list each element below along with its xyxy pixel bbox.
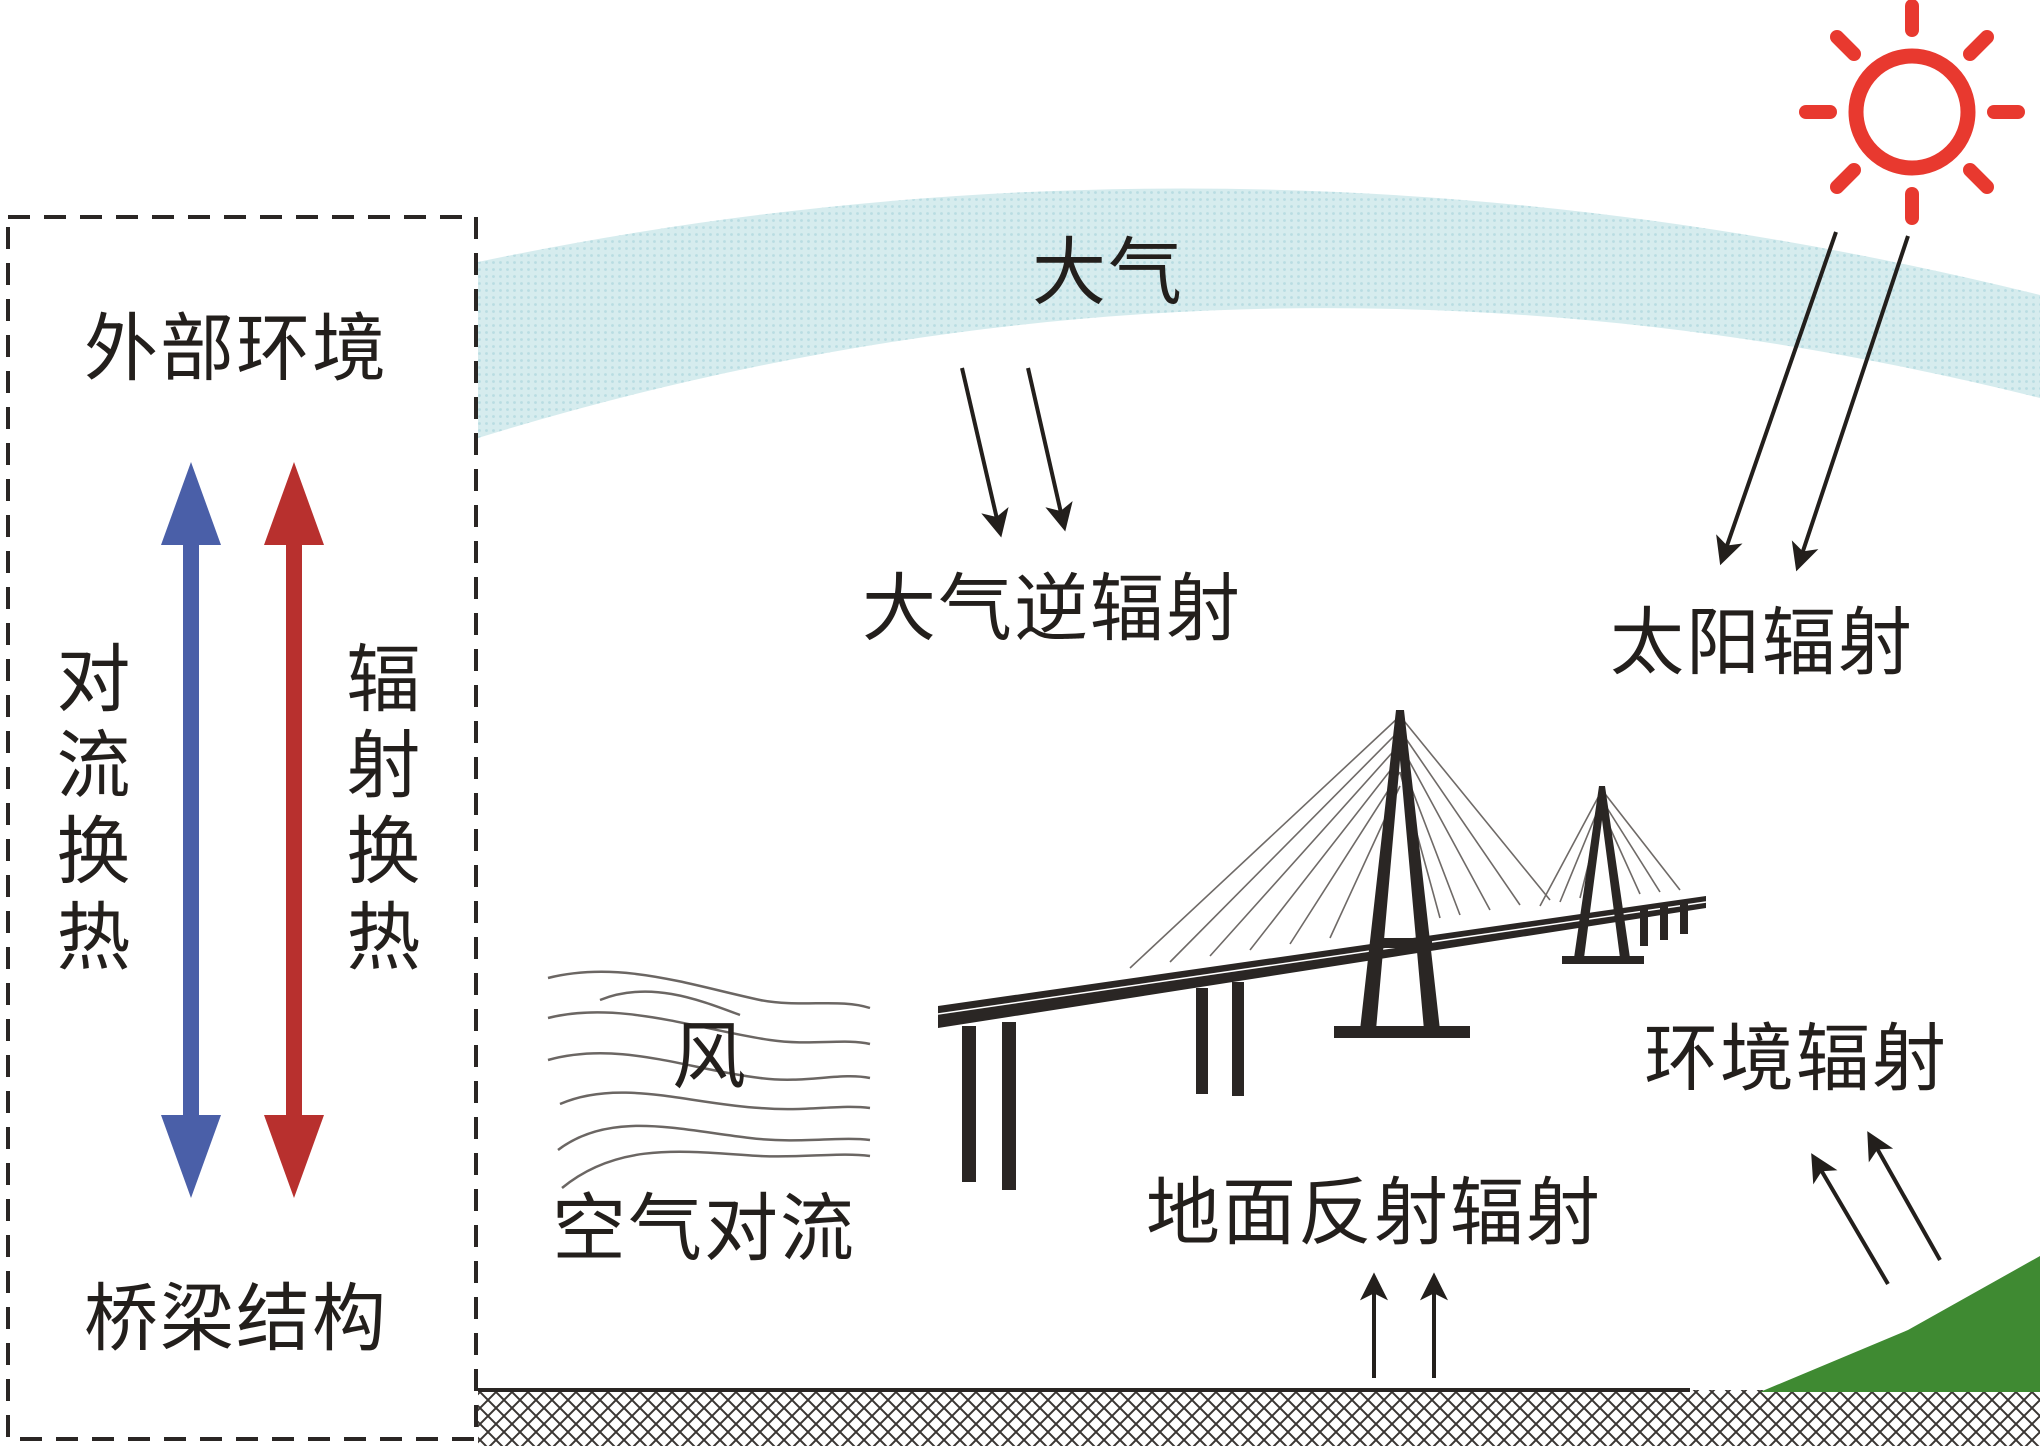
wind-label: 风 <box>672 1014 748 1100</box>
solar-radiation-label: 太阳辐射 <box>1610 600 1914 686</box>
wind-lines-icon <box>547 970 871 1189</box>
atmosphere-label: 大气 <box>1032 230 1184 316</box>
environment-radiation-arrows <box>1811 1131 1942 1286</box>
atmospheric-counter-radiation-label: 大气逆辐射 <box>862 566 1242 652</box>
counter-radiation-arrows <box>960 367 1073 538</box>
ground-reflection-arrows <box>1360 1272 1448 1378</box>
bridge-icon <box>937 710 1707 1190</box>
solar-radiation-arrows <box>1716 231 1910 572</box>
hill-icon <box>1760 1256 2040 1392</box>
ground-reflected-radiation-label: 地面反射辐射 <box>1146 1170 1602 1256</box>
convection-double-arrow <box>161 462 221 1198</box>
convection-heat-exchange-label: 对流换热 <box>44 640 130 984</box>
air-convection-label: 空气对流 <box>552 1186 856 1272</box>
radiation-heat-exchange-label: 辐射换热 <box>334 640 420 984</box>
radiation-double-arrow <box>264 462 324 1198</box>
bridge-structure-label: 桥梁结构 <box>84 1276 388 1362</box>
ground-hatch-icon <box>478 1390 2040 1446</box>
external-environment-label: 外部环境 <box>84 306 388 392</box>
left-panel-frame <box>6 215 478 1441</box>
atmosphere-band <box>478 188 2040 438</box>
sun-icon <box>1799 0 2025 225</box>
environment-radiation-label: 环境辐射 <box>1644 1016 1948 1102</box>
